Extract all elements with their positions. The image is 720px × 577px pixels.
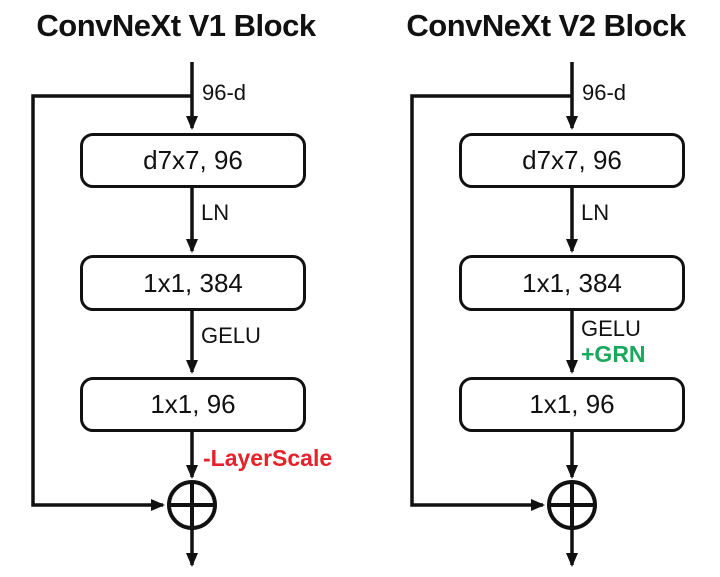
v1-dwconv-box: d7x7, 96 (80, 133, 306, 188)
v1-connectors (31, 62, 217, 567)
v2-pwconv2-box: 1x1, 96 (459, 377, 685, 432)
v2-grn-added-label: +GRN (581, 341, 646, 367)
v1-sum-node-icon (167, 480, 217, 530)
v2-skip-connection (410, 94, 572, 511)
v1-skip-connection (31, 94, 192, 511)
v2-pwconv1-box: 1x1, 384 (459, 255, 685, 311)
v2-dwconv-box: d7x7, 96 (459, 133, 685, 188)
v1-pwconv2-box: 1x1, 96 (80, 377, 306, 432)
v1-ln-label: LN (201, 200, 230, 225)
v2-gelu-label: GELU (581, 316, 641, 341)
v2-input-dim-label: 96-d (582, 80, 627, 105)
v1-pwconv1-box: 1x1, 384 (80, 255, 306, 311)
v2-connectors (410, 62, 597, 567)
v1-gelu-label: GELU (201, 323, 261, 348)
v2-sum-node-icon (547, 480, 597, 530)
v1-title: ConvNeXt V1 Block (36, 8, 316, 43)
v2-ln-label: LN (581, 200, 610, 225)
v2-title: ConvNeXt V2 Block (406, 8, 686, 43)
v1-layerscale-removed-label: -LayerScale (203, 445, 333, 471)
v1-input-dim-label: 96-d (202, 80, 247, 105)
